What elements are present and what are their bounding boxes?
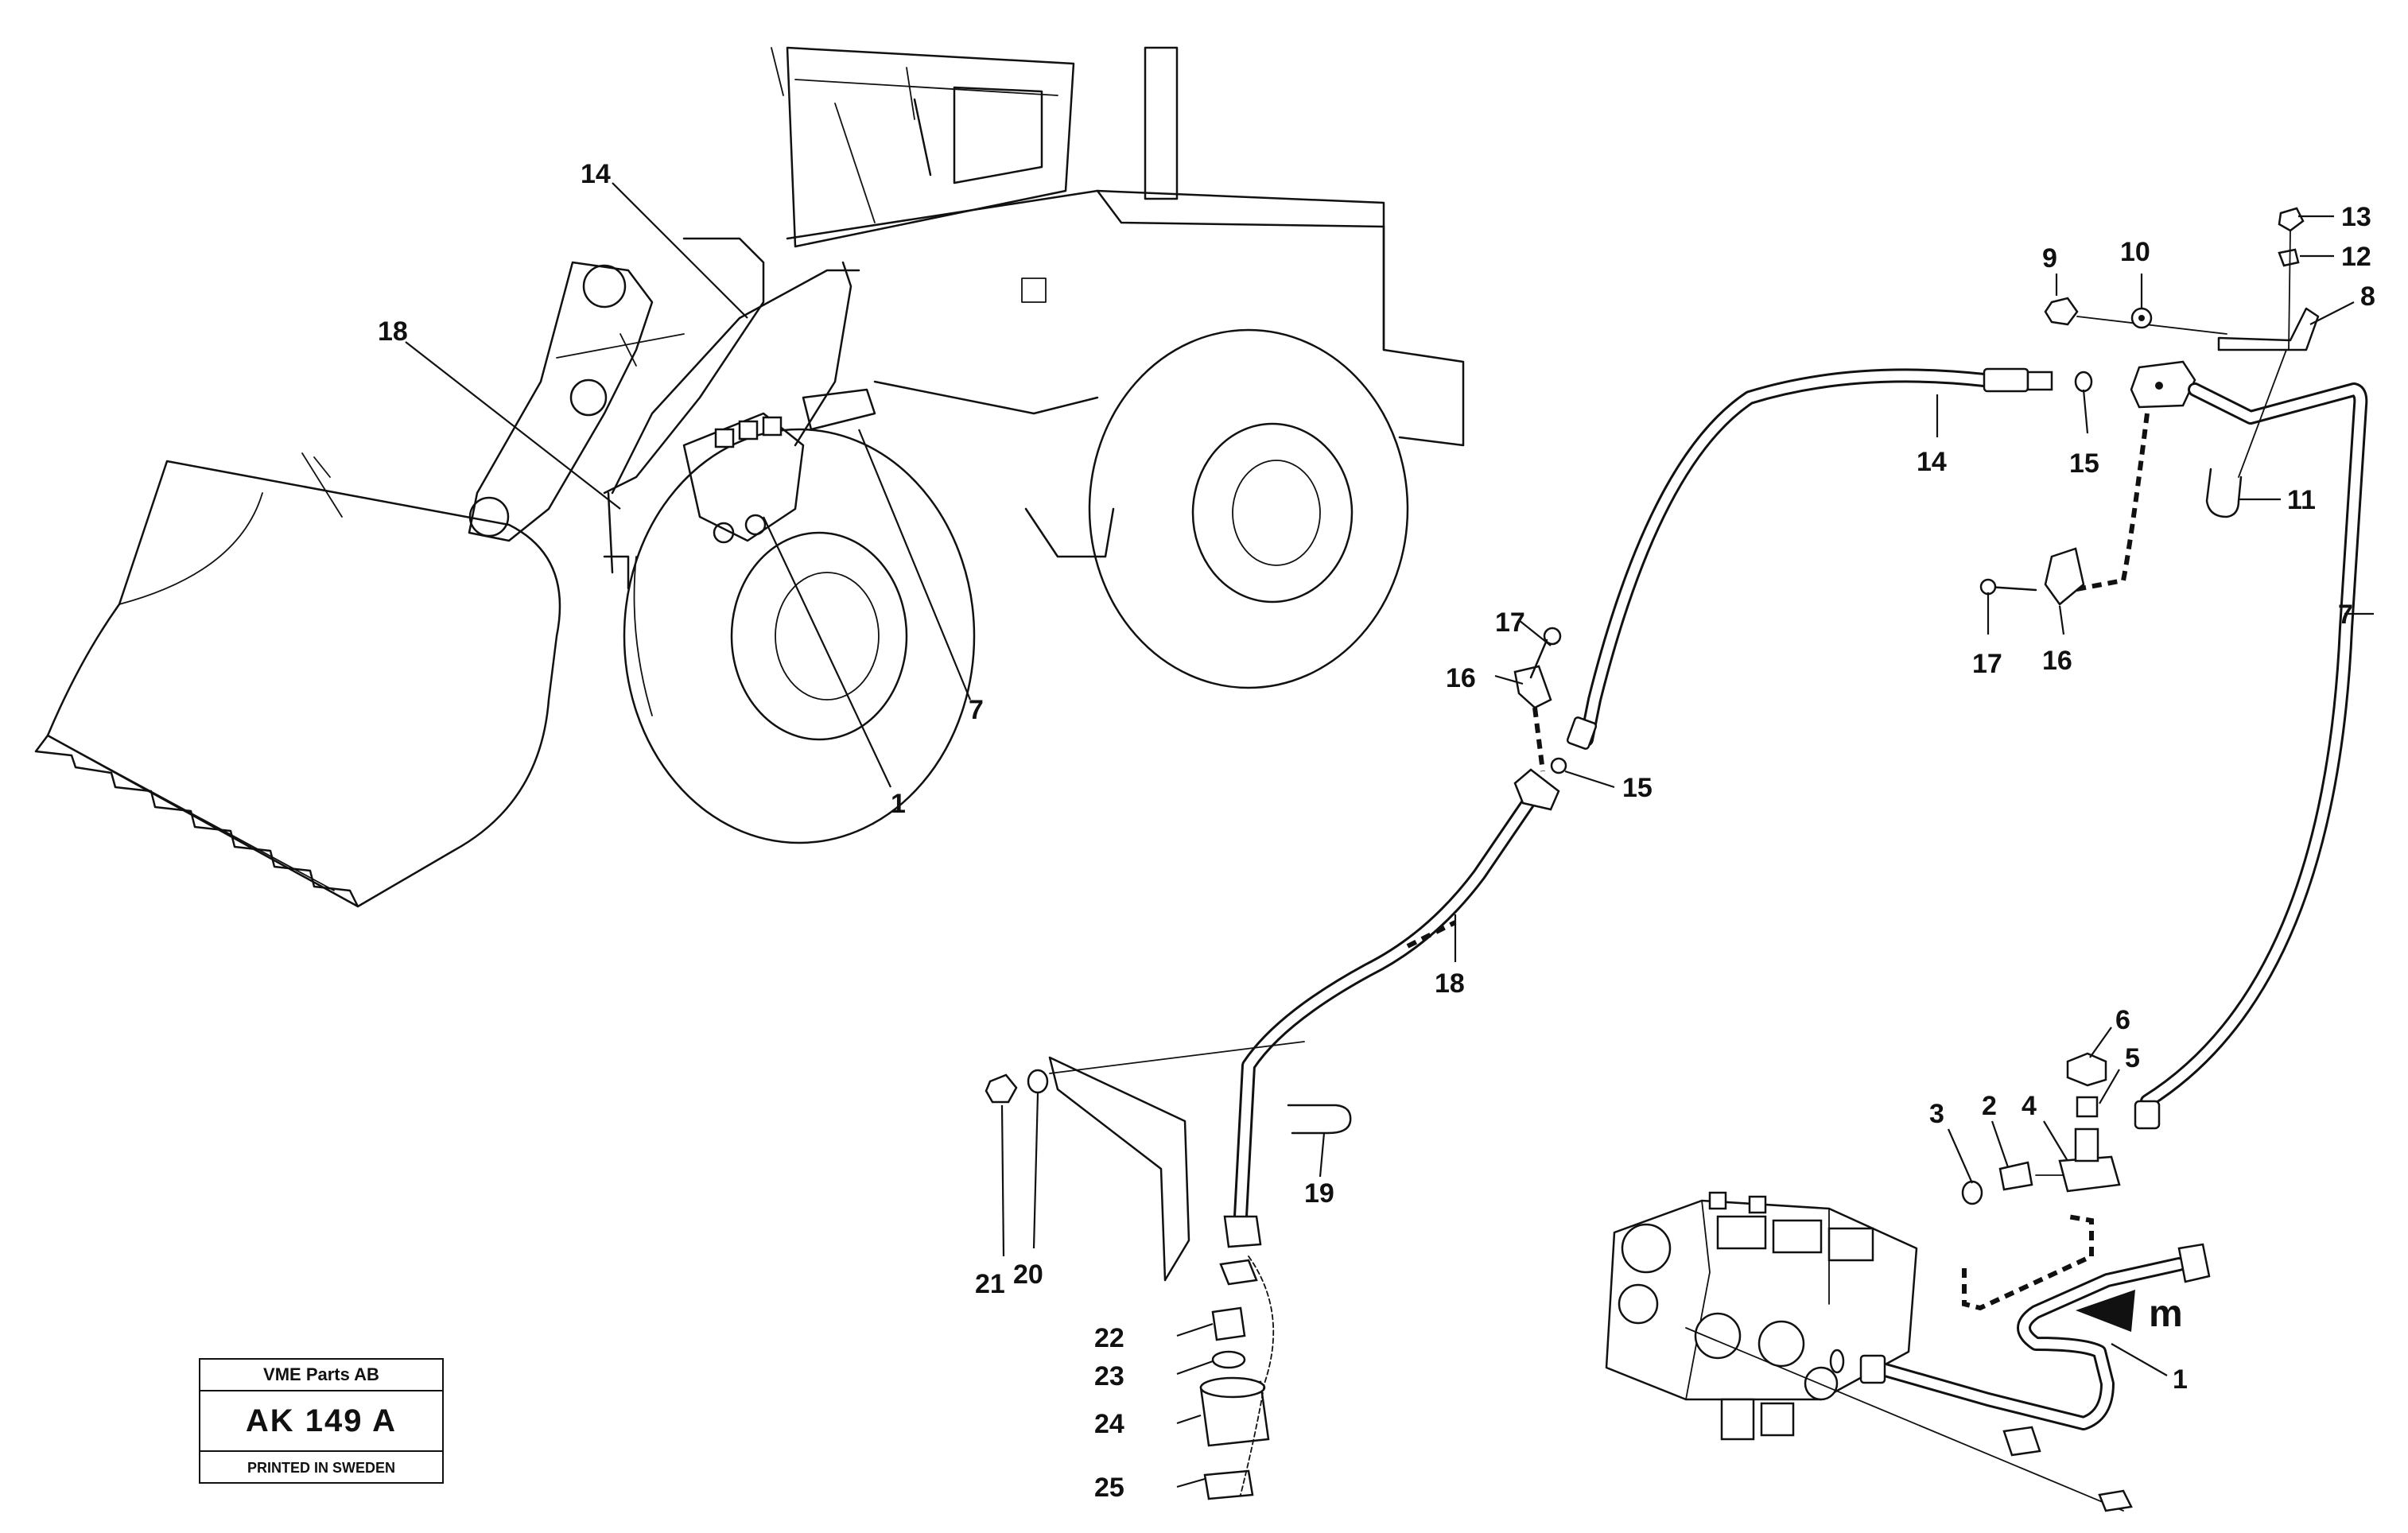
valve-block-detail: [1605, 1191, 1918, 1441]
machine-valve-block: [682, 388, 876, 544]
rear-tire: [1088, 328, 1409, 689]
callout-22: 22: [1094, 1323, 1124, 1353]
printed-note: PRINTED IN SWEDEN: [247, 1459, 395, 1476]
fitting-2: [1998, 1161, 2033, 1191]
callout-3: 3: [1929, 1099, 1944, 1129]
bucket: [34, 452, 561, 908]
overview-callout-7: 7: [969, 695, 984, 725]
loader-arm: [468, 237, 765, 542]
callout-15: 15: [2069, 448, 2099, 479]
callout-10: 10: [2120, 237, 2150, 267]
callout-24: 24: [1094, 1409, 1124, 1439]
callout-15: 15: [1622, 773, 1653, 803]
callout-8: 8: [2360, 281, 2375, 312]
callout-5: 5: [2125, 1043, 2140, 1073]
machine-pipe-7: [794, 261, 853, 447]
detail-callouts: 13 12 8 9 10 14 15 11 7 17 16 16 17 15 1…: [975, 202, 2375, 1503]
callout-9: 9: [2042, 243, 2057, 274]
cap-25: [1203, 1469, 1254, 1500]
fitting-5: [2076, 1096, 2099, 1118]
detail-leaders: [1000, 215, 2374, 1488]
title-block: VME Parts AB AK 149 A PRINTED IN SWEDEN: [199, 1358, 444, 1484]
machine-pipe-14: [611, 269, 860, 495]
callout-16: 16: [1446, 663, 1476, 693]
company-name: VME Parts AB: [200, 1360, 442, 1391]
callout-7: 7: [2338, 600, 2353, 630]
mounting-bracket: [1048, 1056, 1190, 1282]
overview-callouts: 14 18 7 1: [378, 159, 984, 819]
callout-1: 1: [2173, 1364, 2188, 1395]
flange-top: [2130, 360, 2196, 409]
callout-2: 2: [1982, 1091, 1997, 1121]
front-tire: [623, 428, 976, 844]
callout-23: 23: [1094, 1361, 1124, 1391]
nut-21: [985, 1073, 1018, 1104]
washer-20: [1027, 1069, 1049, 1094]
u-bolt-11: [2205, 468, 2243, 518]
bracket-8: [2217, 307, 2320, 351]
callout-17: 17: [1972, 649, 2002, 679]
callout-4: 4: [2022, 1091, 2037, 1121]
hose-14: [1579, 368, 1991, 747]
callout-11: 11: [2287, 485, 2316, 515]
callout-13: 13: [2341, 202, 2371, 232]
nut-9: [2044, 297, 2079, 326]
u-bolt-19: [1287, 1104, 1352, 1135]
fitting-22: [1211, 1306, 1246, 1341]
callout-17: 17: [1495, 607, 1525, 638]
callout-16: 16: [2042, 646, 2072, 676]
exploded-detail: [985, 207, 2368, 1512]
callout-18: 18: [1435, 968, 1465, 999]
view-arrow: [2076, 1290, 2135, 1332]
callout-20: 20: [1013, 1259, 1043, 1290]
overview-callout-1: 1: [891, 789, 906, 819]
callout-6: 6: [2115, 1005, 2130, 1035]
washer-23: [1211, 1350, 1246, 1369]
callout-25: 25: [1094, 1473, 1124, 1503]
nut-6: [2066, 1052, 2107, 1087]
wheel-loader-illustration: [34, 46, 1465, 908]
callout-14: 14: [1917, 447, 1947, 477]
loader-body: [771, 46, 1465, 558]
tee-fitting-4: [2058, 1155, 2121, 1193]
view-marker-label: m: [2149, 1293, 2183, 1335]
overview-callout-14: 14: [581, 159, 611, 189]
overview-callout-18: 18: [378, 316, 408, 347]
washer-3: [1961, 1180, 1983, 1205]
drawing-code: AK 149 A: [200, 1391, 442, 1452]
callout-21: 21: [975, 1269, 1005, 1299]
callout-19: 19: [1304, 1178, 1334, 1209]
callout-12: 12: [2341, 242, 2371, 272]
